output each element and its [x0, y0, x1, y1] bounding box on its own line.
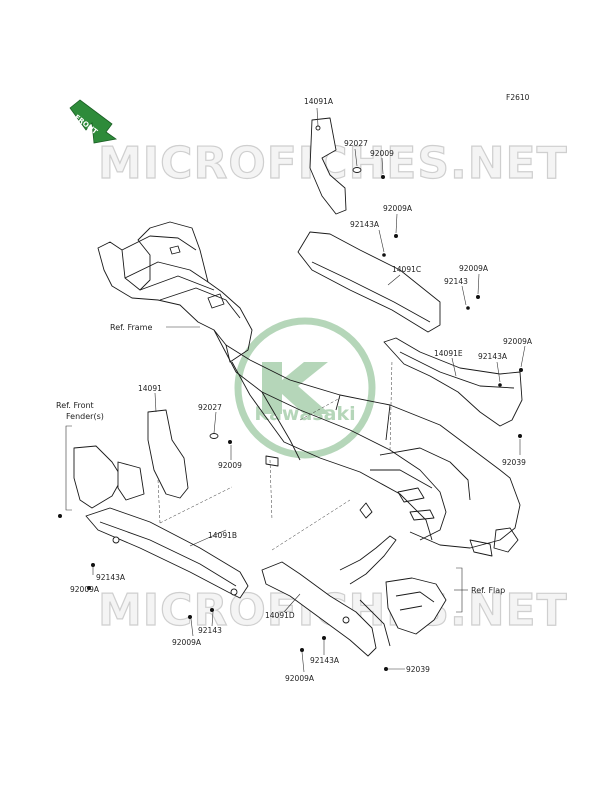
label-92039-a: 92039: [502, 458, 526, 467]
label-14091A: 14091A: [304, 97, 334, 106]
label-92143A-a: 92143A: [350, 220, 380, 229]
screw-92009-mid[interactable]: [228, 440, 232, 444]
ref-front-fender-label-1: Ref. Front: [56, 401, 94, 410]
figure-code: F2610: [506, 93, 530, 102]
bolt-92009A-a[interactable]: [394, 234, 398, 238]
watermark-bottom: MICROFICHES.NET: [98, 585, 568, 636]
bolt-92009A-c[interactable]: [519, 368, 523, 372]
nut-92143A-d[interactable]: [91, 563, 95, 567]
part-14091[interactable]: [147, 409, 189, 499]
part-14091A[interactable]: [309, 117, 347, 215]
nut-92143A-f[interactable]: [322, 636, 326, 640]
fender-bolt: [58, 514, 62, 518]
nut-92143A-a[interactable]: [382, 253, 386, 257]
front-fender-ref: [73, 445, 145, 509]
washer-92027-top[interactable]: [352, 167, 362, 173]
part-14091D[interactable]: [261, 561, 377, 657]
label-92143-b: 92143: [444, 277, 468, 286]
part-labels: 14091A 92027 92009 92009A 92143A 14091C …: [70, 97, 533, 683]
bolt-92039-b[interactable]: [384, 667, 388, 671]
label-14091B: 14091B: [208, 531, 237, 540]
ref-flap-label: Ref. Flap: [471, 586, 505, 595]
label-92143A-c: 92143A: [478, 352, 508, 361]
part-14091C[interactable]: [297, 231, 441, 333]
label-92027-top: 92027: [344, 139, 368, 148]
label-92009A-e: 92009A: [172, 638, 202, 647]
leader-lines: [65, 107, 526, 673]
logo-text: Kawasaki: [254, 403, 355, 425]
screw-92009-top[interactable]: [381, 175, 385, 179]
label-92009-mid: 92009: [218, 461, 242, 470]
kawasaki-logo: Kawasaki: [234, 317, 376, 459]
part-14091E[interactable]: [383, 337, 523, 427]
label-14091D: 14091D: [265, 611, 295, 620]
nut-92143-e[interactable]: [210, 608, 214, 612]
nut-92143-b[interactable]: [466, 306, 470, 310]
label-14091C: 14091C: [392, 265, 421, 274]
front-arrow-icon: FRONT: [69, 99, 118, 144]
bolt-92009A-d[interactable]: [87, 586, 91, 590]
label-92143A-d: 92143A: [96, 573, 126, 582]
label-92039-b: 92039: [406, 665, 430, 674]
label-14091E: 14091E: [434, 349, 463, 358]
label-92009A-c: 92009A: [503, 337, 533, 346]
label-92009A-d: 92009A: [70, 585, 100, 594]
label-14091: 14091: [138, 384, 162, 393]
bolt-92009A-f[interactable]: [300, 648, 304, 652]
washer-92027-mid[interactable]: [209, 433, 219, 439]
label-92009A-b: 92009A: [459, 264, 489, 273]
label-92027-mid: 92027: [198, 403, 222, 412]
label-92009-top: 92009: [370, 149, 394, 158]
label-92009A-f: 92009A: [285, 674, 315, 683]
label-92143-e: 92143: [198, 626, 222, 635]
part-14091B[interactable]: [85, 507, 249, 599]
nut-92143A-c[interactable]: [498, 383, 502, 387]
bolt-92039-a[interactable]: [518, 434, 522, 438]
ref-labels: Ref. Frame Ref. Front Fender(s) Ref. Fla…: [56, 323, 505, 595]
bolt-92009A-e[interactable]: [188, 615, 192, 619]
flap-ref: [339, 535, 447, 647]
label-92009A-a: 92009A: [383, 204, 413, 213]
ref-frame-label: Ref. Frame: [110, 323, 152, 332]
bolt-92009A-b[interactable]: [476, 295, 480, 299]
label-92143A-f: 92143A: [310, 656, 340, 665]
ref-front-fender-label-2: Fender(s): [66, 412, 104, 421]
